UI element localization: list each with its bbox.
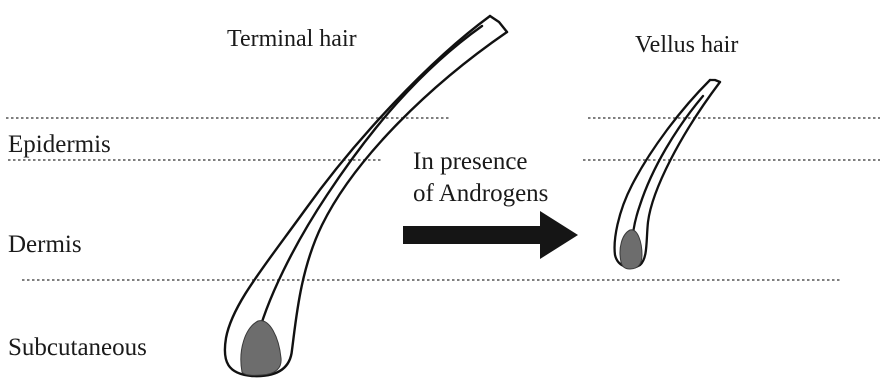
transition-caption-line2: of Androgens xyxy=(413,179,548,209)
vellus-hair-title: Vellus hair xyxy=(635,33,738,57)
arrow-head xyxy=(540,211,578,259)
subcutaneous-label: Subcutaneous xyxy=(8,335,147,360)
dermis-label: Dermis xyxy=(8,232,82,257)
terminal-hair-title: Terminal hair xyxy=(227,27,357,51)
epidermis-label: Epidermis xyxy=(8,132,111,157)
vellus-hair-shaft xyxy=(632,96,703,248)
transition-caption-line1: In presence xyxy=(413,147,528,177)
arrow-shaft xyxy=(403,226,543,244)
terminal-hair-tip xyxy=(490,16,507,32)
terminal-dermal-papilla xyxy=(241,321,281,376)
transition-arrow xyxy=(403,211,578,259)
vellus-hair-tip xyxy=(710,80,720,82)
vellus-dermal-papilla xyxy=(620,230,642,269)
